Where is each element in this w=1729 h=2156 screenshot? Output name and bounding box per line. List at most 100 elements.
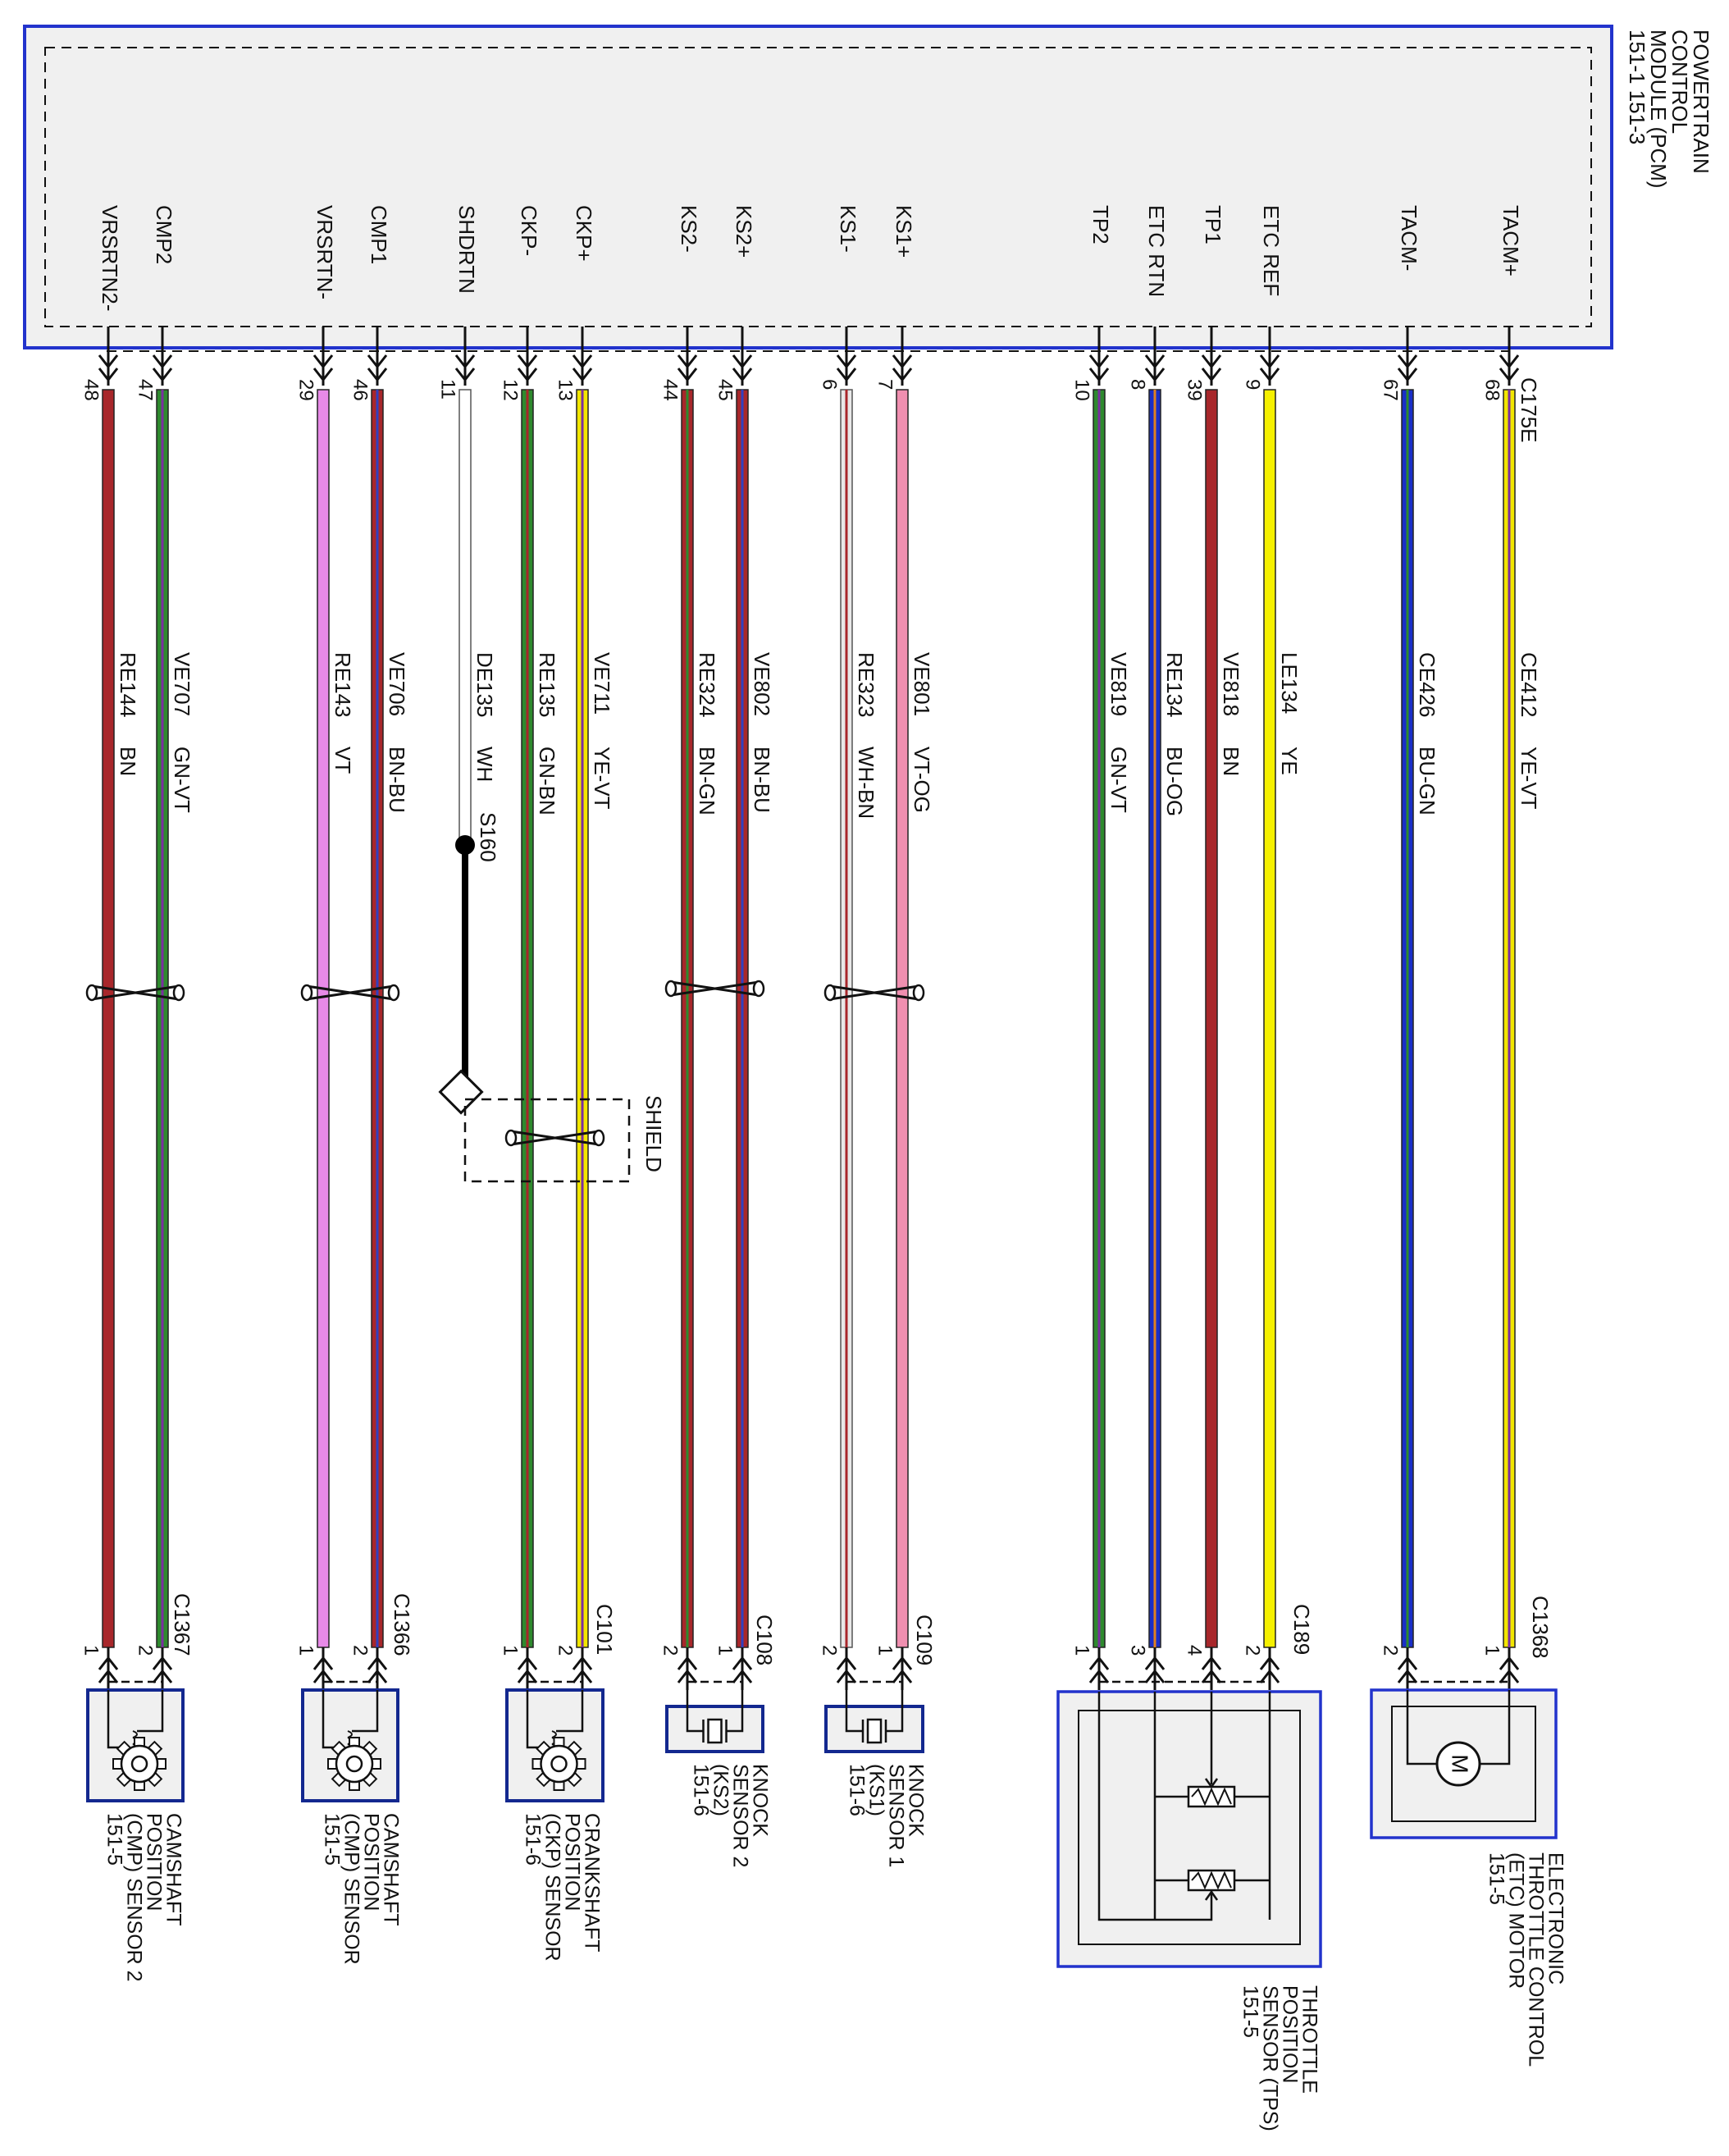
pcm-pin-number: 67	[1380, 379, 1402, 401]
component-name-line: SENSOR 1	[884, 1764, 907, 1867]
pcm-pin-signal: VRSRTN-	[312, 205, 337, 299]
wire-color-label: BU-GN	[1415, 747, 1439, 815]
component-pin-number: 4	[1184, 1645, 1206, 1656]
pin-arrow	[1499, 368, 1520, 382]
pin-arrow	[572, 368, 593, 382]
twist-marker	[504, 1129, 605, 1147]
pcm-pin-signal: ETC RTN	[1144, 205, 1169, 297]
component-name-line: THROTTLE	[1298, 1985, 1321, 2094]
component-pin-number: 1	[874, 1645, 896, 1656]
component-name-line: KNOCK	[748, 1764, 771, 1837]
pin-arrow	[677, 1669, 698, 1683]
component-pin-number: 1	[714, 1645, 737, 1656]
wire-color-label: YE	[1277, 747, 1302, 775]
component-pin-number: 1	[295, 1645, 317, 1656]
pcm-title-line: MODULE (PCM)	[1646, 30, 1671, 189]
wire-color-label: GN-BN	[535, 747, 559, 815]
motor-icon	[1435, 1741, 1481, 1787]
component-pin-number: 2	[819, 1645, 841, 1656]
wire-circuit-label: RE143	[331, 652, 355, 718]
component-name-line: (KS2)	[709, 1764, 732, 1816]
pin-arrow	[1088, 1669, 1110, 1683]
pin-arrow	[732, 1656, 753, 1670]
pcm-pin-signal: TP1	[1201, 205, 1225, 244]
pin-arrow	[1144, 1656, 1166, 1670]
wire-circuit-label: DE135	[472, 652, 497, 718]
component-name-line: 151-6	[521, 1813, 544, 1866]
pcm-pin-signal: KS2+	[732, 205, 756, 258]
pcm-pin-signal: TACM+	[1499, 205, 1523, 276]
wire-circuit-label: RE324	[695, 652, 719, 718]
component-connector-label: C1366	[390, 1593, 414, 1656]
wire-circuit-label: VE819	[1106, 652, 1131, 716]
wire-color-label: YE-VT	[1517, 747, 1541, 810]
component-name-line: (CMP) SENSOR	[340, 1813, 363, 1965]
wire-color-label: YE-VT	[590, 747, 614, 810]
pin-arrow	[1201, 368, 1222, 382]
gear-icon	[112, 1737, 167, 1791]
pin-arrow	[454, 368, 476, 382]
wire-body	[1263, 389, 1276, 1648]
splice-label: S160	[476, 812, 500, 862]
shield-ground-symbol	[438, 1069, 484, 1115]
component-name-line: CRANKSHAFT	[580, 1813, 603, 1952]
wire-circuit-label: VE802	[750, 652, 774, 716]
pcm-inner-dashed	[44, 47, 1592, 327]
pcm-pin-number: 10	[1071, 379, 1093, 401]
wire-circuit-label: VE711	[590, 652, 614, 715]
pcm-pin-signal: CKP+	[572, 205, 596, 262]
component-name-line: SENSOR (TPS)	[1258, 1985, 1281, 2131]
component-name-line: POSITION	[560, 1813, 583, 1911]
pin-arrow	[1499, 1669, 1520, 1683]
pin-arrow	[892, 1656, 913, 1670]
pin-arrow	[732, 368, 753, 382]
pin-arrow	[1144, 1669, 1166, 1683]
wire-circuit-label: RE323	[854, 652, 878, 718]
pin-arrow	[152, 368, 173, 382]
pin-arrow	[1201, 1656, 1222, 1670]
component-name-line: THROTTLE CONTROL	[1524, 1852, 1547, 2067]
twist-marker	[85, 984, 185, 1002]
pcm-pin-number: 13	[554, 379, 577, 401]
component-name-line: POSITION	[1278, 1985, 1301, 2083]
component-connector-label: C189	[1289, 1604, 1314, 1655]
component-name-line: 151-5	[320, 1813, 343, 1866]
pcm-pin-number: 48	[80, 379, 103, 401]
pcm-pin-number: 11	[437, 379, 459, 400]
pin-arrow	[312, 1656, 334, 1670]
pin-arrow	[517, 1656, 538, 1670]
knock-sensor-body	[824, 1705, 924, 1753]
component-name-line: (CMP) SENSOR 2	[122, 1813, 145, 1982]
pin-arrow	[892, 368, 913, 382]
pin-arrow	[152, 1669, 173, 1683]
pcm-title-line: 151-1 151-3	[1625, 30, 1649, 144]
component-pin-number: 3	[1127, 1645, 1149, 1656]
wire-circuit-label: LE134	[1277, 652, 1302, 714]
pin-arrow	[517, 1669, 538, 1683]
pin-arrow	[1397, 354, 1418, 369]
component-name-line: 151-5	[1485, 1852, 1508, 1905]
shield-label: SHIELD	[641, 1095, 666, 1172]
pcm-pin-number: 9	[1242, 379, 1264, 390]
pcm-pin-signal: TACM-	[1397, 205, 1421, 271]
component-pin-number: 2	[1380, 1645, 1402, 1656]
pin-arrow	[1088, 1656, 1110, 1670]
wire-circuit-label: CE426	[1415, 652, 1439, 718]
pcm-pin-number: 7	[874, 379, 896, 390]
twist-marker	[823, 984, 925, 1002]
pcm-pin-number: 12	[500, 379, 522, 401]
pin-arrow	[98, 368, 119, 382]
wire-color-label: WH-BN	[854, 747, 878, 819]
wire-color-label: BN-BU	[385, 747, 409, 813]
wire-color-label: VT	[331, 747, 355, 774]
pin-arrow	[677, 368, 698, 382]
